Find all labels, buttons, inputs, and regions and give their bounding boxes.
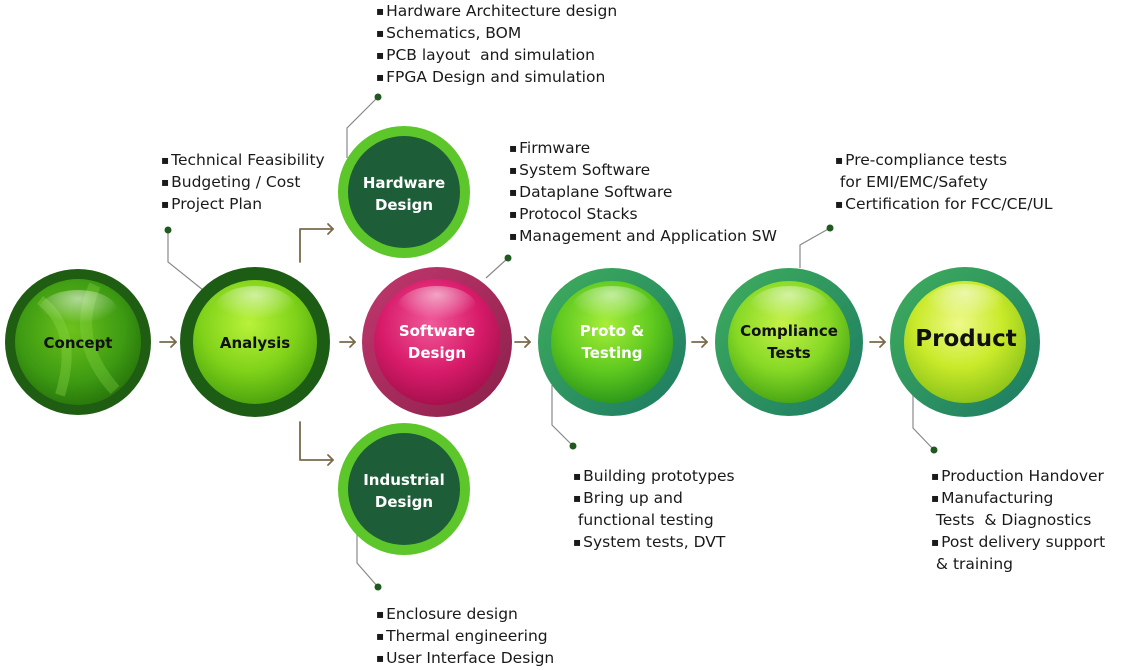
list-item: Dataplane Software <box>509 182 777 204</box>
list-item: Tests & Diagnostics <box>931 511 1092 529</box>
proto-label: Proto & Testing <box>579 322 645 362</box>
leader-product <box>912 395 935 451</box>
list-item: PCB layout and simulation <box>376 45 617 67</box>
list-item: Technical Feasibility <box>161 150 325 172</box>
list-item: Schematics, BOM <box>376 23 617 45</box>
leader-software <box>485 257 509 279</box>
software-list: Firmware System Software Dataplane Softw… <box>509 138 777 248</box>
list-item: for EMI/EMC/Safety <box>835 173 988 191</box>
list-item: Project Plan <box>161 194 325 216</box>
list-item: Certification for FCC/CE/UL <box>835 194 1052 216</box>
arrow-software-proto <box>514 336 531 348</box>
product-label: Product <box>915 326 1017 352</box>
node-hardware <box>338 126 470 258</box>
leader-hardware <box>346 96 379 158</box>
leader-lines <box>167 96 935 588</box>
product-list: Production Handover Manufacturing Tests … <box>931 466 1105 576</box>
node-proto <box>538 268 686 416</box>
dot-analysis <box>164 226 172 234</box>
node-product <box>890 267 1040 417</box>
concept-label: Concept <box>43 334 113 352</box>
analysis-list: Technical Feasibility Budgeting / Cost P… <box>161 150 325 216</box>
dot-proto <box>569 442 577 450</box>
list-item: & training <box>931 555 1013 573</box>
dot-compliance <box>826 224 834 232</box>
list-item: Pre-compliance tests <box>835 150 1053 172</box>
arrow-compliance-product <box>869 336 886 348</box>
list-item: Thermal engineering <box>376 626 554 648</box>
industrial-label: Industrial Design <box>363 471 445 511</box>
list-item: User Interface Design <box>376 648 554 670</box>
arrow-analysis-software <box>339 336 356 348</box>
industrial-list: Enclosure design Thermal engineering Use… <box>376 604 554 670</box>
list-item: Enclosure design <box>376 604 554 626</box>
node-analysis <box>180 267 330 417</box>
list-item: Bring up and <box>573 488 735 510</box>
list-item: Hardware Architecture design <box>376 1 617 23</box>
list-item: functional testing <box>573 511 714 529</box>
node-industrial <box>338 423 470 555</box>
arrow-proto-compliance <box>691 336 708 348</box>
dot-software <box>504 254 512 262</box>
dot-hardware <box>374 93 382 101</box>
list-item: Manufacturing <box>931 488 1105 510</box>
arrow-concept-analysis <box>159 336 177 348</box>
proto-list: Building prototypes Bring up and functio… <box>573 466 735 554</box>
node-software <box>362 267 512 417</box>
arrow-analysis-industrial <box>299 421 334 466</box>
list-item: System Software <box>509 160 777 182</box>
arrow-analysis-hardware <box>299 223 334 263</box>
list-item: System tests, DVT <box>573 532 735 554</box>
list-item: Management and Application SW <box>509 226 777 248</box>
compliance-list: Pre-compliance tests for EMI/EMC/Safety … <box>835 150 1053 216</box>
dot-product <box>930 446 938 454</box>
leader-industrial <box>356 530 379 588</box>
node-concept <box>5 269 151 415</box>
leader-analysis <box>167 230 204 291</box>
compliance-label: Compliance Tests <box>740 322 838 362</box>
node-compliance <box>715 268 863 416</box>
leader-proto <box>551 385 574 447</box>
leader-compliance <box>799 227 831 268</box>
list-item: Post delivery support <box>931 532 1105 554</box>
list-item: Firmware <box>509 138 777 160</box>
list-item: Budgeting / Cost <box>161 172 325 194</box>
hardware-label: Hardware Design <box>362 174 446 214</box>
list-item: Building prototypes <box>573 466 734 488</box>
list-item: Production Handover <box>931 466 1105 488</box>
flow-arrows <box>159 223 886 466</box>
list-item: FPGA Design and simulation <box>376 67 617 89</box>
hardware-list: Hardware Architecture design Schematics,… <box>376 1 617 89</box>
dot-industrial <box>374 583 382 591</box>
software-label: Software Design <box>398 322 476 362</box>
leader-dots <box>164 93 938 591</box>
analysis-label: Analysis <box>219 334 291 352</box>
list-item: Protocol Stacks <box>509 204 777 226</box>
